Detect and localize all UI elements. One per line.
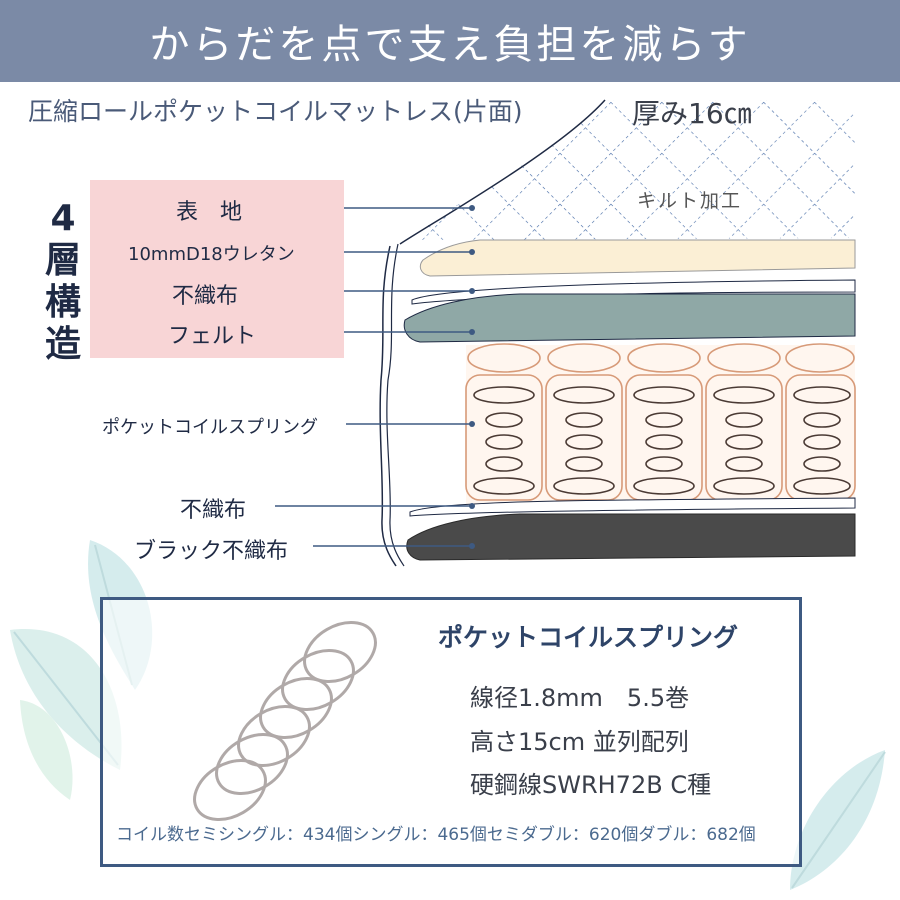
- spec-wire: 線径1.8mm 5.5巻: [470, 684, 690, 712]
- layer-highlight-box: [90, 180, 344, 358]
- quilted-cover: [398, 100, 855, 240]
- banner-title: からだを点で支え負担を減らす: [0, 0, 900, 82]
- product-name: 圧縮ロールポケットコイルマットレス(片面): [28, 97, 523, 126]
- urethane-layer: [419, 239, 856, 277]
- black-nonwoven-layer: [406, 513, 856, 561]
- pocket-coils: [465, 343, 856, 505]
- label-surface: 表 地: [176, 200, 243, 225]
- spec-material: 硬鋼線SWRH72B C種: [470, 771, 712, 799]
- label-urethane: 10mmD18ウレタン: [128, 244, 295, 265]
- spec-height: 高さ15cm 並列配列: [470, 728, 689, 756]
- coil-count-text: コイル数セミシングル：434個シングル：465個セミダブル：620個ダブル：68…: [116, 825, 756, 845]
- label-nonwoven-bottom: 不織布: [180, 498, 247, 523]
- label-black-nonwoven: ブラック不織布: [134, 539, 289, 564]
- spec-title: ポケットコイルスプリング: [438, 623, 739, 652]
- layer-structure-label: 4層構造: [44, 198, 81, 365]
- label-pocket-coil: ポケットコイルスプリング: [102, 417, 318, 438]
- thickness-label: 厚み16㎝: [632, 97, 752, 130]
- nonwoven-bottom-layer: [409, 497, 856, 517]
- label-nonwoven-top: 不織布: [172, 284, 239, 309]
- quilt-label: キルト加工: [637, 190, 743, 212]
- label-felt: フェルト: [168, 324, 257, 349]
- spec-box: [100, 597, 802, 867]
- leaf-decoration-right: [790, 750, 886, 890]
